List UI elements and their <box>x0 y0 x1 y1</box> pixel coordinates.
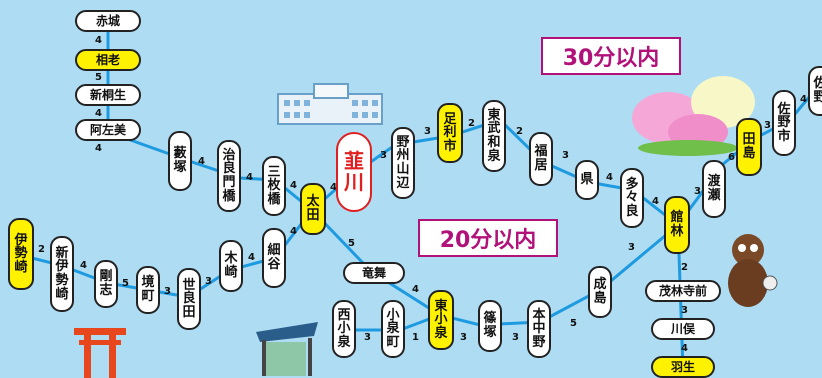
station-narushima[interactable]: 成島 <box>588 266 612 318</box>
travel-time: 4 <box>681 343 688 354</box>
travel-time: 3 <box>628 242 635 253</box>
travel-time: 4 <box>606 172 613 183</box>
travel-time: 5 <box>570 318 577 329</box>
station-sano[interactable]: 佐野 <box>808 66 822 116</box>
station-hanyu[interactable]: 羽生 <box>651 356 715 378</box>
station-motonakano[interactable]: 本中野 <box>527 300 551 358</box>
travel-time: 3 <box>764 120 771 131</box>
station-tobuwaizumi[interactable]: 東武和泉 <box>482 100 506 172</box>
station-ota[interactable]: 太田 <box>300 183 326 235</box>
travel-time: 3 <box>512 332 519 343</box>
travel-time: 4 <box>198 156 205 167</box>
travel-time: 4 <box>800 94 807 105</box>
travel-time: 4 <box>290 180 297 191</box>
travel-time: 1 <box>412 332 419 343</box>
museum-building-icon <box>277 83 383 125</box>
station-agata[interactable]: 県 <box>575 160 599 200</box>
travel-time: 4 <box>95 108 102 119</box>
travel-time: 5 <box>122 278 129 289</box>
station-shinozuka[interactable]: 篠塚 <box>478 300 502 352</box>
zone-label-20min: 20分以内 <box>418 219 558 257</box>
travel-time: 3 <box>205 276 212 287</box>
shrine-pavilion-icon <box>256 322 318 376</box>
travel-time: 4 <box>80 260 87 271</box>
station-shiniseaki[interactable]: 新伊勢崎 <box>50 236 74 312</box>
tanuki-statue-icon <box>728 234 778 307</box>
station-tatara[interactable]: 多々良 <box>620 168 644 228</box>
travel-time: 4 <box>246 172 253 183</box>
travel-time: 4 <box>290 226 297 237</box>
travel-time: 2 <box>516 126 523 137</box>
travel-time: 6 <box>728 152 735 163</box>
station-isesaki[interactable]: 伊勢崎 <box>8 218 34 290</box>
station-nishikoizumi[interactable]: 西小泉 <box>332 300 356 358</box>
travel-time: 3 <box>364 332 371 343</box>
station-hosoya[interactable]: 細谷 <box>262 228 286 288</box>
station-koizumimachi[interactable]: 小泉町 <box>381 300 405 358</box>
travel-time: 2 <box>681 262 688 273</box>
station-higashikoizumi[interactable]: 東小泉 <box>428 290 454 350</box>
travel-time: 3 <box>562 150 569 161</box>
travel-time: 3 <box>424 126 431 137</box>
travel-time: 2 <box>38 244 45 255</box>
station-jiryomon-bashi[interactable]: 治良門橋 <box>217 140 241 212</box>
station-yashuyamabe[interactable]: 野州山辺 <box>391 127 415 199</box>
travel-time: 3 <box>380 150 387 161</box>
zone-label-30min: 30分以内 <box>541 37 681 75</box>
station-sakaimachi[interactable]: 境町 <box>136 266 160 314</box>
station-ryumai[interactable]: 竜舞 <box>343 262 405 284</box>
travel-time: 4 <box>248 252 255 263</box>
station-morinyaimae[interactable]: 茂林寺前 <box>645 280 721 302</box>
station-azami[interactable]: 阿左美 <box>75 119 141 141</box>
travel-time: 4 <box>412 284 419 295</box>
travel-time: 3 <box>164 286 171 297</box>
station-akagi[interactable]: 赤城 <box>75 10 141 32</box>
travel-time: 2 <box>468 118 475 129</box>
station-shinkiryu[interactable]: 新桐生 <box>75 84 141 106</box>
travel-time: 5 <box>348 238 355 249</box>
wisteria-flowers-icon <box>632 76 755 156</box>
station-goshi[interactable]: 剛志 <box>94 260 118 308</box>
station-mikuribashi[interactable]: 三枚橋 <box>262 156 286 216</box>
travel-time: 4 <box>95 35 102 46</box>
station-tajima[interactable]: 田島 <box>736 118 762 176</box>
station-sanoshi[interactable]: 佐野市 <box>772 90 796 156</box>
travel-time: 3 <box>681 305 688 316</box>
station-fukui[interactable]: 福居 <box>529 132 553 186</box>
station-yabuzuka[interactable]: 藪塚 <box>168 131 192 191</box>
station-nirayama[interactable]: 韮川 <box>336 132 372 212</box>
travel-time: 4 <box>95 143 102 154</box>
travel-time: 4 <box>330 182 337 193</box>
station-kizaki[interactable]: 木崎 <box>219 240 243 292</box>
station-watarase[interactable]: 渡瀬 <box>702 160 726 218</box>
station-tatebayashi[interactable]: 館林 <box>664 196 690 254</box>
travel-time: 3 <box>460 332 467 343</box>
travel-time: 5 <box>95 72 102 83</box>
station-serata[interactable]: 世良田 <box>177 268 201 330</box>
travel-time: 3 <box>694 186 701 197</box>
station-ashikagashi[interactable]: 足利市 <box>437 103 463 163</box>
torii-gate-icon <box>74 328 126 378</box>
travel-time: 4 <box>652 196 659 207</box>
station-aioi[interactable]: 相老 <box>75 49 141 71</box>
station-kawamata[interactable]: 川俣 <box>651 318 715 340</box>
